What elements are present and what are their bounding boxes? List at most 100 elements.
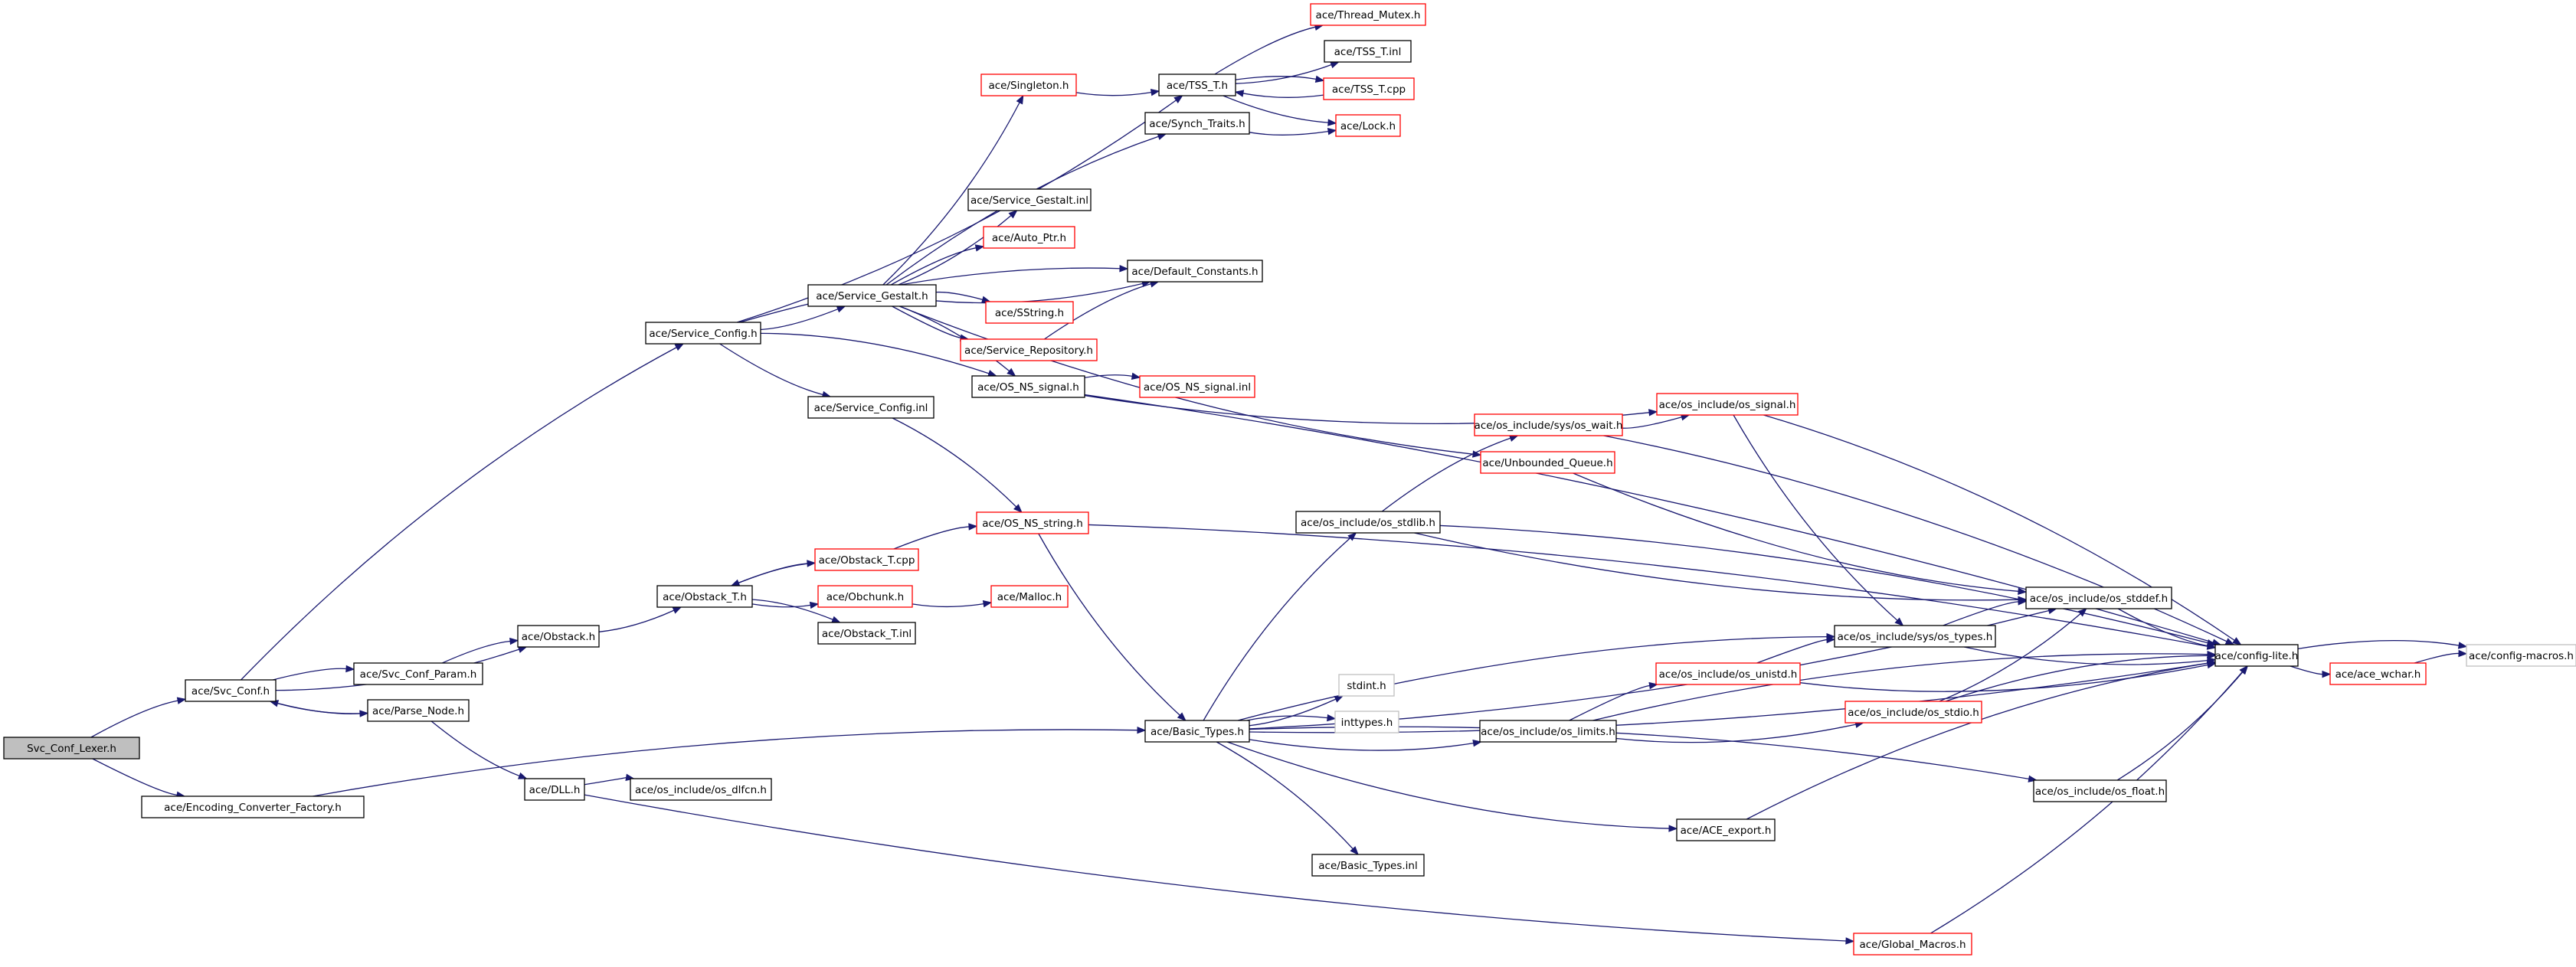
- node-thread_mutex[interactable]: ace/Thread_Mutex.h: [1310, 3, 1426, 26]
- node-box: [1479, 720, 1617, 743]
- node-malloc_h[interactable]: ace/Malloc.h: [990, 585, 1069, 608]
- edge-service_gestalt_h-to-default_constants: [935, 279, 1151, 304]
- node-box: [1655, 662, 1801, 685]
- node-box: [524, 778, 585, 801]
- node-os_float[interactable]: ace/os_include/os_float.h: [2033, 779, 2167, 802]
- edge-os_limits-to-os_stdio: [1615, 720, 1864, 743]
- node-synch_traits[interactable]: ace/Synch_Traits.h: [1144, 112, 1250, 135]
- edge-svc_conf-to-svc_conf_param: [273, 665, 355, 681]
- node-box: [967, 188, 1092, 211]
- node-tss_t_h[interactable]: ace/TSS_T.h: [1158, 74, 1236, 96]
- node-box: [2214, 644, 2299, 667]
- node-label: ace/Service_Gestalt.h: [816, 290, 928, 302]
- node-label: ace/config-macros.h: [2469, 650, 2574, 662]
- node-tss_t_inl[interactable]: ace/TSS_T.inl: [1324, 40, 1412, 63]
- node-svc_conf_lexer[interactable]: Svc_Conf_Lexer.h: [3, 737, 140, 760]
- node-service_config_h[interactable]: ace/Service_Config.h: [645, 322, 761, 345]
- node-label: ace/Encoding_Converter_Factory.h: [164, 802, 342, 814]
- node-enc_conv_factory[interactable]: ace/Encoding_Converter_Factory.h: [141, 795, 365, 818]
- node-label: ace/Default_Constants.h: [1131, 266, 1258, 278]
- node-os_stddef[interactable]: ace/os_include/os_stddef.h: [2025, 586, 2172, 609]
- node-label: ace/TSS_T.h: [1167, 80, 1228, 92]
- node-box: [1323, 77, 1415, 100]
- node-os_dlfcn[interactable]: ace/os_include/os_dlfcn.h: [630, 778, 772, 801]
- edge-svc_conf_param-to-obstack_h: [442, 637, 519, 664]
- node-box: [1474, 413, 1623, 436]
- node-os_ns_string[interactable]: ace/OS_NS_string.h: [976, 511, 1089, 534]
- node-box: [1310, 3, 1426, 26]
- edge-os_signal-to-sys_os_types: [1733, 414, 1904, 626]
- edge-os_ns_signal_h-to-os_ns_signal_inl: [1084, 372, 1141, 381]
- node-tss_t_cpp[interactable]: ace/TSS_T.cpp: [1323, 77, 1415, 100]
- node-singleton_h[interactable]: ace/Singleton.h: [980, 74, 1077, 96]
- node-label: ace/ace_wchar.h: [2335, 668, 2421, 681]
- node-os_wait[interactable]: ace/os_include/sys/os_wait.h: [1474, 413, 1623, 436]
- dependency-edges: [90, 23, 2468, 945]
- node-os_unistd[interactable]: ace/os_include/os_unistd.h: [1655, 662, 1801, 685]
- node-svc_conf[interactable]: ace/Svc_Conf.h: [185, 679, 277, 702]
- node-stdint: stdint.h: [1338, 674, 1395, 697]
- node-label: ace/Singleton.h: [988, 80, 1069, 92]
- edge-sys_os_types-to-os_stddef: [1943, 598, 2028, 626]
- edge-obstack_h-to-obstack_t_h: [598, 606, 682, 632]
- node-box: [2466, 644, 2576, 667]
- node-box: [980, 74, 1077, 96]
- node-box: [1144, 112, 1250, 135]
- node-label: ace/Parse_Node.h: [372, 705, 464, 717]
- node-ace_wchar[interactable]: ace/ace_wchar.h: [2329, 662, 2427, 685]
- node-auto_ptr[interactable]: ace/Auto_Ptr.h: [983, 226, 1075, 249]
- node-label: ace/os_include/os_limits.h: [1481, 726, 1615, 738]
- node-ace_export[interactable]: ace/ACE_export.h: [1676, 818, 1776, 841]
- node-lock_h[interactable]: ace/Lock.h: [1335, 114, 1401, 137]
- node-label: ace/Thread_Mutex.h: [1316, 9, 1421, 21]
- node-os_ns_signal_inl[interactable]: ace/OS_NS_signal.inl: [1139, 375, 1255, 398]
- node-box: [817, 622, 916, 645]
- node-obchunk[interactable]: ace/Obchunk.h: [817, 585, 913, 608]
- edge-enc_conv_factory-to-basic_types_h: [313, 726, 1147, 797]
- node-os_limits[interactable]: ace/os_include/os_limits.h: [1479, 720, 1617, 743]
- node-basic_types_h[interactable]: ace/Basic_Types.h: [1144, 720, 1250, 743]
- node-parse_node[interactable]: ace/Parse_Node.h: [367, 699, 470, 722]
- node-svc_conf_param[interactable]: ace/Svc_Conf_Param.h: [353, 662, 483, 685]
- node-box: [367, 699, 470, 722]
- node-os_stdio[interactable]: ace/os_include/os_stdio.h: [1844, 701, 1982, 724]
- node-service_gestalt_h[interactable]: ace/Service_Gestalt.h: [807, 284, 937, 307]
- node-box: [1144, 720, 1250, 743]
- node-basic_types_inl[interactable]: ace/Basic_Types.inl: [1311, 854, 1425, 877]
- node-box: [817, 585, 913, 608]
- node-dll_h[interactable]: ace/DLL.h: [524, 778, 585, 801]
- node-box: [1834, 625, 1996, 648]
- node-obstack_t_h[interactable]: ace/Obstack_T.h: [656, 585, 753, 608]
- edge-basic_types_h-to-stdint: [1249, 695, 1344, 727]
- node-obstack_t_inl[interactable]: ace/Obstack_T.inl: [817, 622, 916, 645]
- node-sstring[interactable]: ace/SString.h: [985, 301, 1074, 324]
- node-box: [1324, 40, 1412, 63]
- node-os_ns_signal_h[interactable]: ace/OS_NS_signal.h: [971, 375, 1085, 398]
- node-os_signal[interactable]: ace/os_include/os_signal.h: [1656, 393, 1799, 416]
- node-sys_os_types[interactable]: ace/os_include/sys/os_types.h: [1834, 625, 1996, 648]
- node-box: [1338, 674, 1395, 697]
- node-label: ace/TSS_T.cpp: [1332, 83, 1406, 96]
- node-global_macros[interactable]: ace/Global_Macros.h: [1853, 933, 1972, 956]
- node-config_lite[interactable]: ace/config-lite.h: [2214, 644, 2299, 667]
- node-label: stdint.h: [1347, 680, 1386, 692]
- node-service_repository[interactable]: ace/Service_Repository.h: [960, 338, 1098, 361]
- node-label: ace/os_include/os_stdio.h: [1848, 707, 1979, 719]
- node-os_stdlib[interactable]: ace/os_include/os_stdlib.h: [1295, 511, 1441, 534]
- node-box: [814, 548, 919, 571]
- edge-service_config_h-to-service_gestalt_h: [760, 305, 846, 331]
- node-default_constants[interactable]: ace/Default_Constants.h: [1127, 260, 1263, 283]
- node-obstack_t_cpp[interactable]: ace/Obstack_T.cpp: [814, 548, 919, 571]
- edge-obstack_t_cpp-to-obstack_t_h: [730, 562, 816, 586]
- node-label: ace/Service_Repository.h: [964, 345, 1093, 357]
- node-box: [985, 301, 1074, 324]
- edge-service_gestalt_h-to-auto_ptr: [890, 244, 985, 286]
- edge-config_lite-to-ace_wchar: [2290, 665, 2332, 678]
- node-service_config_inl[interactable]: ace/Service_Config.inl: [807, 396, 934, 419]
- node-label: ace/Obchunk.h: [826, 591, 905, 603]
- node-obstack_h[interactable]: ace/Obstack.h: [517, 625, 600, 648]
- node-label: ace/os_include/sys/os_types.h: [1838, 631, 1993, 643]
- node-unbounded_queue[interactable]: ace/Unbounded_Queue.h: [1480, 451, 1615, 474]
- node-service_gestalt_inl[interactable]: ace/Service_Gestalt.inl: [967, 188, 1092, 211]
- node-label: ace/Svc_Conf_Param.h: [360, 668, 477, 681]
